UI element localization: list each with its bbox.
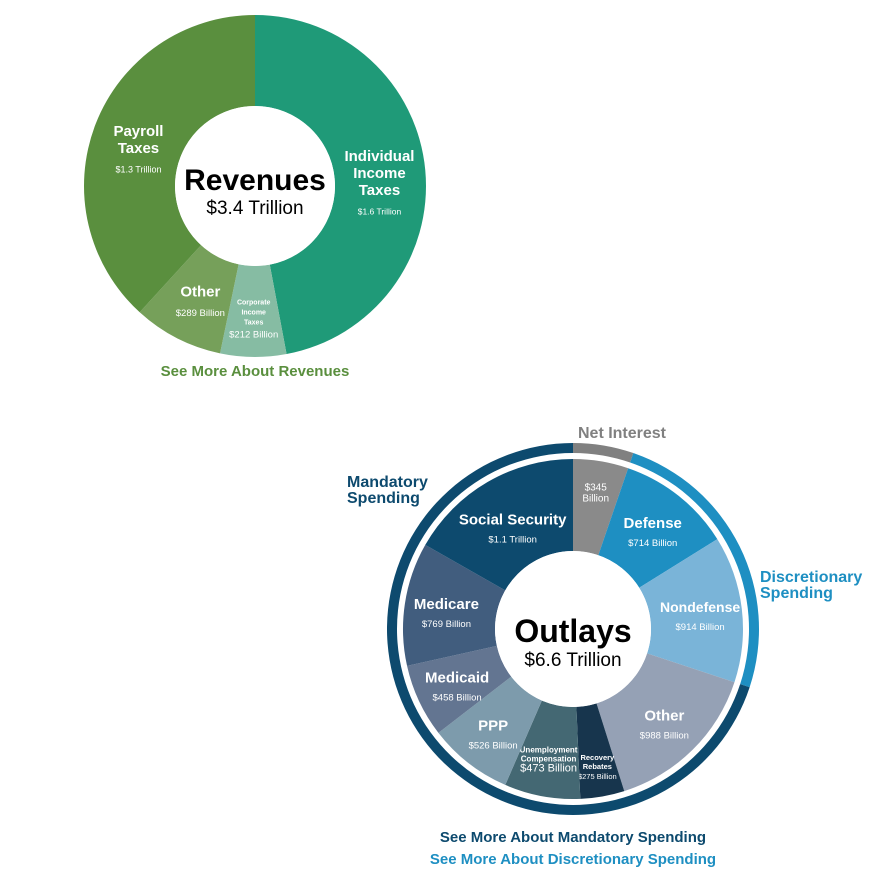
revenue-label-corporate: Income [241,310,266,317]
outlay-label-unemployment: Unemployment [520,746,578,755]
outlay-label-defense: Defense [624,515,682,532]
revenues-center-total: $3.4 Trillion [206,198,303,219]
outlay-label-medicaid: Medicaid [425,669,489,686]
revenues-link[interactable]: See More About Revenues [161,363,350,380]
outlay-amount-recovery-rebates: $275 Billion [578,772,617,781]
outlays-ring-discretionary [630,453,759,688]
outlay-slice-social-security[interactable] [425,459,573,591]
outlays-ring-net-interest [573,443,634,463]
outlay-slice-other[interactable] [596,653,735,792]
outlay-amount-social-security: $1.1 Trillion [488,534,537,545]
revenue-amount-corporate: $212 Billion [229,329,278,340]
revenue-slice-corporate[interactable] [220,264,287,358]
revenue-label-payroll: Payroll [113,123,163,140]
outlay-slice-nondefense[interactable] [639,539,743,683]
revenue-slice-payroll[interactable] [83,15,255,313]
discretionary-group-label-line2: Spending [760,585,833,602]
outlays-center-hole [495,551,651,707]
outlay-slice-unemployment[interactable] [505,700,581,800]
outlay-amount-net-interest: Billion [582,493,609,504]
outlay-label-unemployment: Compensation [521,755,577,764]
outlay-label-nondefense: Nondefense [660,599,740,615]
outlay-amount-ppp: $526 Billion [469,741,518,752]
revenue-amount-other: $289 Billion [176,308,225,319]
net-interest-group-label: Net Interest [578,425,667,442]
discretionary-group-label-line1: Discretionary [760,569,862,586]
outlay-amount-medicaid: $458 Billion [433,692,482,703]
outlay-slice-defense[interactable] [598,468,718,588]
outlay-amount-net-interest: $345 [585,482,608,493]
revenue-amount-payroll: $1.3 Trillion [115,165,161,175]
outlay-label-recovery-rebates: Recovery [580,753,615,762]
outlay-label-social-security: Social Security [459,511,567,528]
revenue-label-other: Other [180,283,220,300]
outlay-amount-other: $988 Billion [640,730,689,741]
outlay-label-medicare: Medicare [414,596,479,613]
outlay-amount-medicare: $769 Billion [422,619,471,630]
mandatory-spending-link[interactable]: See More About Mandatory Spending [440,829,706,846]
outlay-amount-nondefense: $914 Billion [676,622,725,633]
outlay-amount-unemployment: $473 Billion [520,763,577,775]
revenue-label-corporate: Corporate [237,300,271,307]
revenues-center-hole [175,106,335,266]
outlays-center-total: $6.6 Trillion [524,650,621,671]
revenues-center-title: Revenues [184,164,326,197]
outlay-slice-ppp[interactable] [438,676,542,785]
outlays-group-rings [387,442,759,815]
outlay-label-other: Other [644,707,684,724]
revenue-label-corporate: Taxes [244,320,263,327]
outlay-amount-defense: $714 Billion [628,538,677,549]
outlay-slice-medicaid[interactable] [407,645,512,733]
outlay-slice-medicare[interactable] [403,544,506,666]
mandatory-group-label-line2: Spending [347,490,420,507]
revenue-label-payroll: Taxes [118,140,159,157]
revenue-slice-other[interactable] [139,245,239,354]
outlay-label-recovery-rebates: Rebates [583,762,612,771]
mandatory-group-label-line1: Mandatory [347,474,428,491]
revenue-label-individual: Taxes [359,182,400,199]
revenue-slice-individual[interactable] [255,15,427,355]
revenue-amount-individual: $1.6 Trillion [358,206,402,216]
discretionary-spending-link[interactable]: See More About Discretionary Spending [430,851,716,868]
outlay-slice-net-interest[interactable] [573,459,629,556]
revenue-label-individual: Income [353,165,406,182]
revenue-label-individual: Individual [344,148,414,165]
outlays-center-title: Outlays [514,613,631,649]
outlay-label-ppp: PPP [478,718,508,735]
outlay-slice-recovery-rebates[interactable] [576,703,625,799]
